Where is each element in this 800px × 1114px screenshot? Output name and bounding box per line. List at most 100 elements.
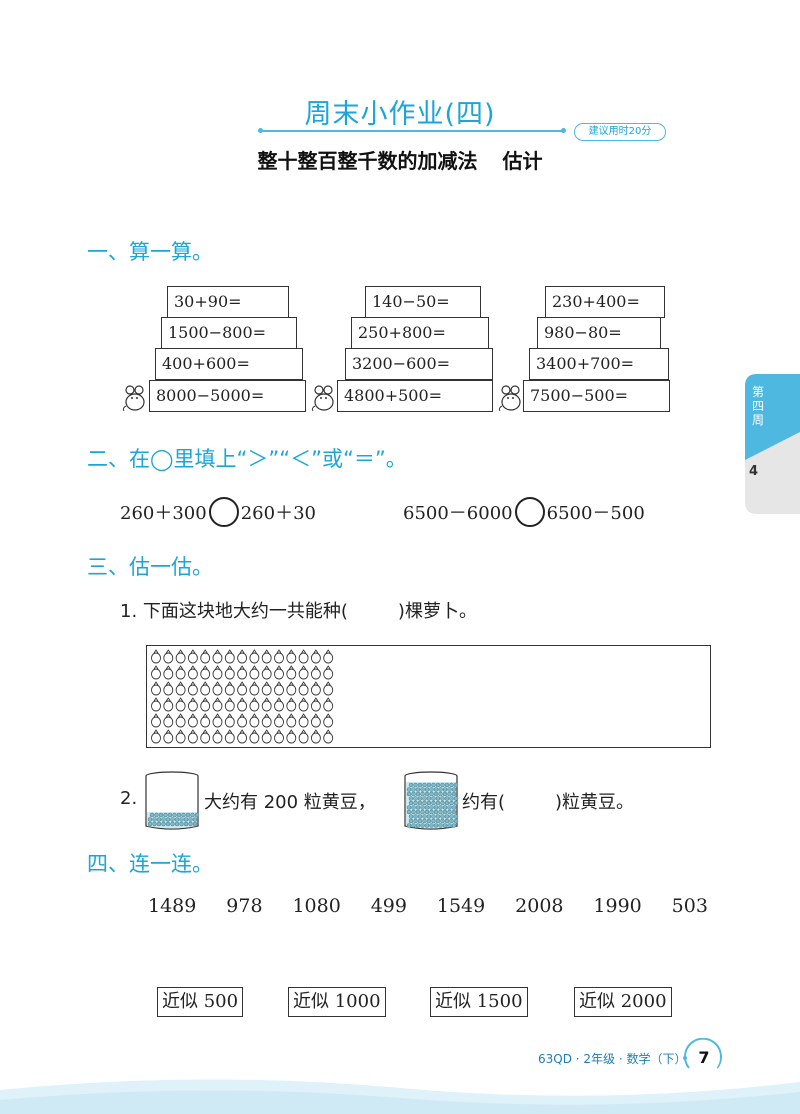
bean-mark [444,796,450,801]
bean-mark [406,791,412,797]
carrot-icon [237,665,248,680]
approx-value: 1000 [334,991,381,1012]
carrot-icon [212,681,223,696]
bean-mark [449,800,454,806]
number-item[interactable]: 1489 [148,895,197,917]
number-item[interactable]: 503 [671,895,708,917]
carrot-icon [163,729,174,744]
bean-mark [413,782,418,788]
carrot-icon [310,729,321,744]
carrot-icon [212,729,223,744]
bean-mark [192,817,198,822]
bean-mark [149,812,155,818]
bean-mark [438,787,443,792]
carrot-icon [261,729,272,744]
answer-circle[interactable] [208,497,239,527]
page-number: 7 [688,1042,720,1074]
carrot-icon [212,697,223,712]
question-2-text-end: )粒黄豆。 [555,792,635,813]
carrot-icon [274,649,284,664]
bean-mark [147,821,153,827]
bean-mark [174,821,180,827]
number-item[interactable]: 978 [226,895,263,917]
question-2-after: 约有()粒黄豆。 [462,788,634,814]
section3-title: 三、估一估。 [87,555,213,579]
time-badge: 建议用时20分 [574,123,666,141]
carrot-icon [274,729,284,744]
bean-mark [422,818,427,824]
bean-mark [449,818,454,824]
bean-mark [190,812,195,818]
bean-mark [431,782,436,788]
question-1-text: 1. 下面这块地大约一共能种( [120,601,348,622]
number-item[interactable]: 1990 [593,895,642,917]
carrot-icon [323,665,334,680]
equation-box: 3400+700= [529,348,669,380]
carrot-icon [187,697,198,712]
bean-mark [426,818,432,824]
carrot-icon [261,713,272,728]
approx-prefix: 近似 [162,991,198,1012]
bean-mark [442,791,448,797]
approx-box-500[interactable]: 近似 500 [157,987,244,1017]
carrot-icon [224,665,235,680]
bean-mark [440,818,445,824]
bean-mark [417,782,423,788]
number-item[interactable]: 499 [370,895,407,917]
section1-title: 一、算一算。 [87,240,213,264]
bean-mark [172,812,177,818]
bean-mark [453,800,459,806]
approx-box-2000[interactable]: 近似 2000 [574,987,672,1017]
compare-right: 6500－500 [546,503,645,524]
carrot-icon [151,697,161,712]
number-item[interactable]: 2008 [515,895,564,917]
bean-mark [438,805,443,810]
carrot-icon [249,729,260,744]
week-tab-number: 4 [749,464,759,479]
bean-mark [415,787,421,792]
carrot-icon [323,729,334,744]
bean-mark [438,823,443,828]
bean-mark [422,814,427,819]
answer-circle[interactable] [514,497,545,527]
carrot-icon [298,713,309,728]
bean-mark [181,812,186,818]
number-item[interactable]: 1080 [292,895,341,917]
number-item[interactable]: 1549 [436,895,486,917]
bean-mark [165,821,171,827]
bean-mark [424,823,430,828]
carrot-icon [286,713,297,728]
page-title: 周末小作业(四) [304,99,496,130]
mouse-icon [122,385,145,412]
carrot-icon [323,697,334,712]
carrot-icon [298,665,309,680]
bean-mark [417,818,423,824]
carrot-icon [310,713,321,728]
bean-mark [444,814,450,819]
equation-box: 4800+500= [337,380,493,412]
approx-box-1000[interactable]: 近似 1000 [288,987,386,1017]
bean-mark [188,821,193,827]
carrot-icon [151,729,161,744]
approx-prefix: 近似 [435,991,471,1012]
bean-mark [415,823,421,828]
carrot-icon [274,681,284,696]
equation-box: 140−50= [365,286,481,318]
carrot-icon [274,713,284,728]
bean-mark [152,817,157,822]
carrot-icon [286,665,297,680]
bean-mark [447,791,452,797]
approx-box-1500[interactable]: 近似 1500 [430,987,528,1017]
approx-prefix: 近似 [293,991,329,1012]
carrot-icon [237,697,248,712]
bean-mark [429,791,434,797]
carrot-icon [224,713,235,728]
bean-mark [417,814,423,819]
title-underline [258,128,566,133]
bean-mark [420,809,425,815]
equation-box: 7500−500= [523,380,670,412]
large-beaker-icon [404,771,459,830]
bean-mark [408,814,414,819]
bean-mark [420,823,425,828]
bean-mark [453,782,459,788]
